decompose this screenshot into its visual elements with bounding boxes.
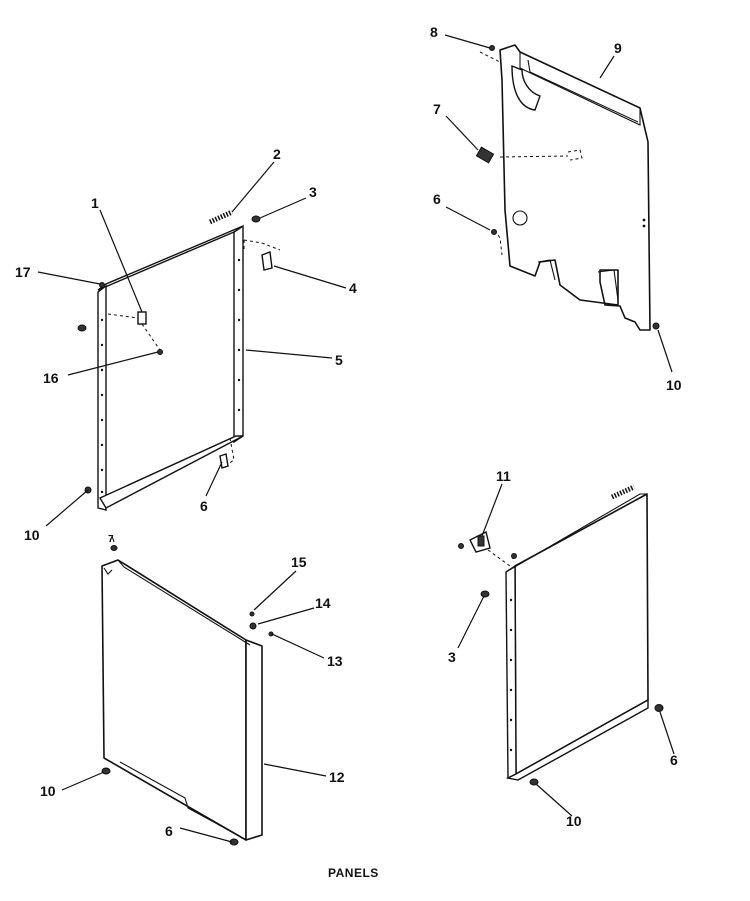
callout-labels: 1 2 3 4 5 6 17 16 10 8 9 7 6 10 7 15 14 … <box>15 24 682 839</box>
front-panel <box>101 535 274 846</box>
callout-17: 17 <box>15 264 31 280</box>
diagram-title: PANELS <box>328 866 379 880</box>
callout-3: 3 <box>448 649 456 665</box>
callout-6: 6 <box>670 752 678 768</box>
callout-2: 2 <box>273 146 281 162</box>
callout-5: 5 <box>335 352 343 368</box>
callout-12: 12 <box>329 769 345 785</box>
callout-4: 4 <box>349 280 357 296</box>
callout-10: 10 <box>40 783 56 799</box>
clip-7 <box>475 146 495 164</box>
callout-3: 3 <box>309 184 317 200</box>
leader-lines <box>37 34 675 843</box>
callout-10: 10 <box>24 527 40 543</box>
callout-1: 1 <box>91 195 99 211</box>
callout-9: 9 <box>614 40 622 56</box>
rear-panel <box>475 44 660 331</box>
callout-10: 10 <box>666 377 682 393</box>
side-frame-panel <box>77 209 281 511</box>
callout-6: 6 <box>165 823 173 839</box>
callout-15: 15 <box>291 554 307 570</box>
side-panel <box>458 484 664 786</box>
callout-10: 10 <box>566 813 582 829</box>
callout-7: 7 <box>108 534 114 545</box>
spring-part <box>208 209 234 225</box>
callout-14: 14 <box>315 595 331 611</box>
callout-6: 6 <box>200 498 208 514</box>
clip-part <box>137 311 147 325</box>
callout-6: 6 <box>433 191 441 207</box>
callout-7: 7 <box>433 101 441 117</box>
callout-8: 8 <box>430 24 438 40</box>
callout-11: 11 <box>496 468 511 484</box>
callout-16: 16 <box>43 370 59 386</box>
callout-13: 13 <box>327 653 343 669</box>
